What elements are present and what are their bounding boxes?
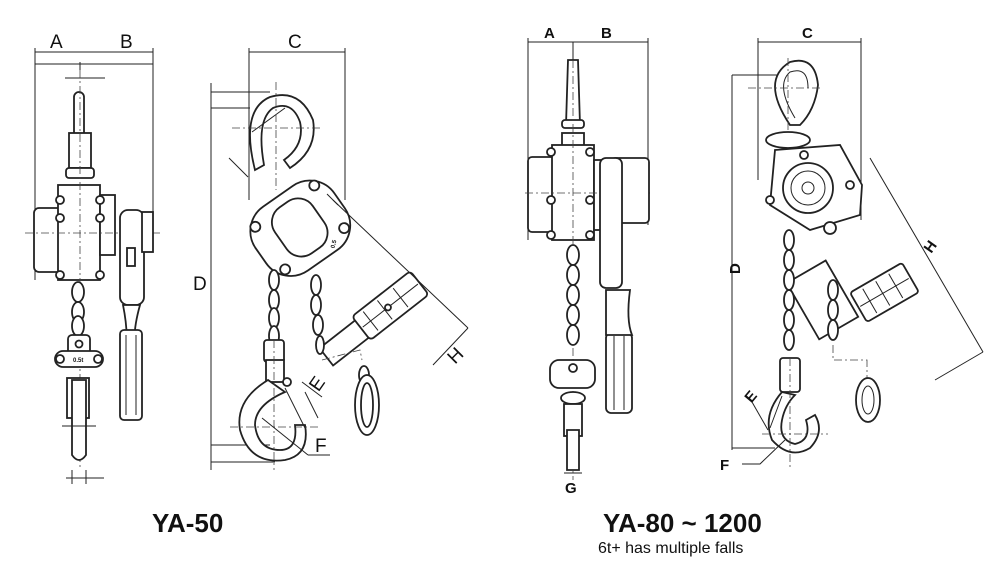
model-caption-ya80-1200: YA-80 ~ 1200 xyxy=(603,508,762,538)
dim-label-f: F xyxy=(315,436,327,457)
dim-label-c-2: C xyxy=(802,25,813,42)
dim-label-e: E xyxy=(305,373,329,395)
dim-label-d-2: D xyxy=(727,263,744,274)
dim-label-a-2: A xyxy=(544,25,555,42)
dim-label-b: B xyxy=(120,32,133,53)
dim-label-g: G xyxy=(565,480,577,497)
dim-label-h: H xyxy=(444,344,469,369)
multiple-falls-note: 6t+ has multiple falls xyxy=(598,540,744,557)
ya80-1200-front-view: A B G xyxy=(525,25,650,497)
dim-label-a: A xyxy=(50,32,63,53)
ya50-front-view: A B 0.5t xyxy=(25,32,160,484)
dim-label-b-2: B xyxy=(601,25,612,42)
dim-label-f-2: F xyxy=(720,457,729,474)
ya50-side-view: C D 0.5 xyxy=(193,32,469,470)
dim-label-c: C xyxy=(288,32,302,53)
model-caption-ya50: YA-50 xyxy=(152,508,224,538)
dim-label-d: D xyxy=(193,274,207,295)
body-tag: 0.5 xyxy=(330,239,338,249)
capacity-tag: 0.5t xyxy=(73,358,83,364)
dim-label-h-2: H xyxy=(921,238,941,257)
ya80-1200-side-view: C D H xyxy=(720,25,984,474)
dim-label-e-2: E xyxy=(741,388,760,407)
